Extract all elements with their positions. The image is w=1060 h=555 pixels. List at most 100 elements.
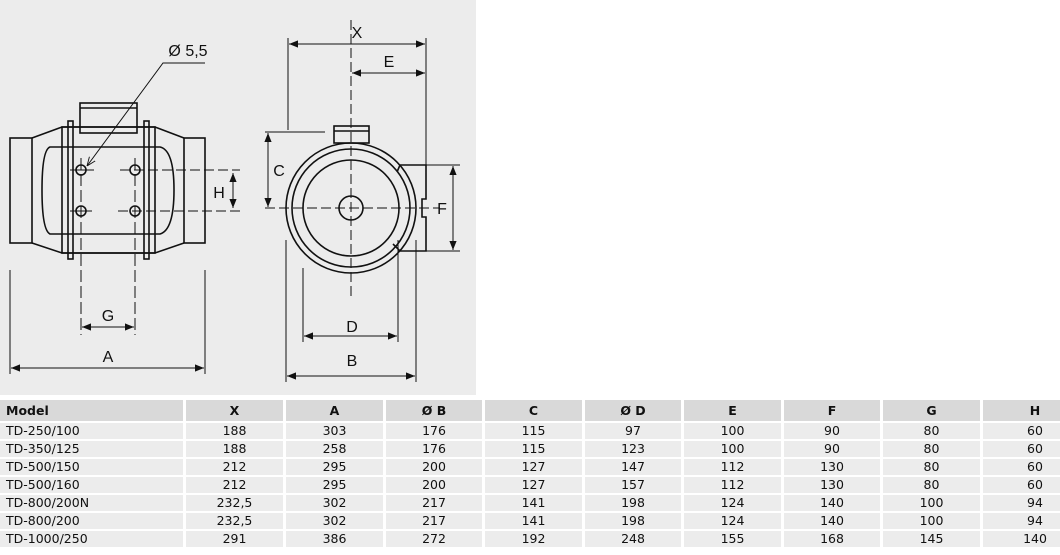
value-cell: 97 (585, 423, 681, 439)
dim-f-label: F (437, 201, 447, 218)
value-cell: 115 (485, 423, 582, 439)
value-cell: 60 (983, 423, 1060, 439)
value-cell: 140 (784, 513, 880, 529)
value-cell: 212 (186, 477, 283, 493)
value-cell: 94 (983, 495, 1060, 511)
value-cell: 147 (585, 459, 681, 475)
value-cell: 232,5 (186, 513, 283, 529)
value-cell: 302 (286, 495, 383, 511)
model-cell: TD-800/200 (0, 513, 183, 529)
model-cell: TD-500/150 (0, 459, 183, 475)
model-cell: TD-350/125 (0, 441, 183, 457)
value-cell: 100 (684, 423, 781, 439)
value-cell: 141 (485, 513, 582, 529)
value-cell: 176 (386, 441, 482, 457)
value-cell: 212 (186, 459, 283, 475)
column-header: Ø D (585, 400, 681, 421)
column-header: H (983, 400, 1060, 421)
value-cell: 80 (883, 459, 980, 475)
value-cell: 141 (485, 495, 582, 511)
column-header: G (883, 400, 980, 421)
value-cell: 155 (684, 531, 781, 547)
dim-h-label: H (213, 185, 225, 202)
model-cell: TD-1000/250 (0, 531, 183, 547)
fan-dimension-drawing: Ø 5,5 H G A X E C F D B (9, 20, 460, 382)
column-header: C (485, 400, 582, 421)
value-cell: 145 (883, 531, 980, 547)
value-cell: 124 (684, 513, 781, 529)
value-cell: 140 (983, 531, 1060, 547)
column-header: X (186, 400, 283, 421)
value-cell: 258 (286, 441, 383, 457)
column-header: A (286, 400, 383, 421)
value-cell: 80 (883, 423, 980, 439)
value-cell: 100 (883, 495, 980, 511)
value-cell: 302 (286, 513, 383, 529)
value-cell: 232,5 (186, 495, 283, 511)
value-cell: 386 (286, 531, 383, 547)
value-cell: 127 (485, 477, 582, 493)
value-cell: 157 (585, 477, 681, 493)
dim-d-label: D (346, 319, 358, 336)
mounting-holes (75, 164, 141, 217)
value-cell: 200 (386, 459, 482, 475)
column-header: E (684, 400, 781, 421)
value-cell: 90 (784, 441, 880, 457)
dim-e-label: E (384, 54, 395, 71)
value-cell: 60 (983, 477, 1060, 493)
value-cell: 80 (883, 441, 980, 457)
value-cell: 115 (485, 441, 582, 457)
value-cell: 168 (784, 531, 880, 547)
value-cell: 303 (286, 423, 383, 439)
value-cell: 192 (485, 531, 582, 547)
value-cell: 198 (585, 513, 681, 529)
column-header: Model (0, 400, 183, 421)
value-cell: 90 (784, 423, 880, 439)
model-cell: TD-800/200N (0, 495, 183, 511)
column-header: F (784, 400, 880, 421)
dim-c-label: C (273, 163, 285, 180)
dim-b-label: B (347, 353, 358, 370)
value-cell: 176 (386, 423, 482, 439)
value-cell: 217 (386, 495, 482, 511)
value-cell: 100 (684, 441, 781, 457)
value-cell: 124 (684, 495, 781, 511)
dim-x-label: X (352, 25, 363, 42)
side-view (9, 102, 206, 260)
value-cell: 248 (585, 531, 681, 547)
value-cell: 188 (186, 441, 283, 457)
value-cell: 295 (286, 459, 383, 475)
dim-a-label: A (103, 349, 114, 366)
model-cell: TD-250/100 (0, 423, 183, 439)
dim-g-label: G (102, 308, 114, 325)
model-cell: TD-500/160 (0, 477, 183, 493)
value-cell: 291 (186, 531, 283, 547)
value-cell: 200 (386, 477, 482, 493)
value-cell: 140 (784, 495, 880, 511)
value-cell: 60 (983, 441, 1060, 457)
value-cell: 100 (883, 513, 980, 529)
value-cell: 188 (186, 423, 283, 439)
value-cell: 130 (784, 459, 880, 475)
value-cell: 94 (983, 513, 1060, 529)
value-cell: 130 (784, 477, 880, 493)
value-cell: 217 (386, 513, 482, 529)
value-cell: 112 (684, 459, 781, 475)
value-cell: 272 (386, 531, 482, 547)
value-cell: 127 (485, 459, 582, 475)
value-cell: 123 (585, 441, 681, 457)
value-cell: 60 (983, 459, 1060, 475)
value-cell: 112 (684, 477, 781, 493)
value-cell: 198 (585, 495, 681, 511)
front-view (285, 125, 427, 274)
column-header: Ø B (386, 400, 482, 421)
